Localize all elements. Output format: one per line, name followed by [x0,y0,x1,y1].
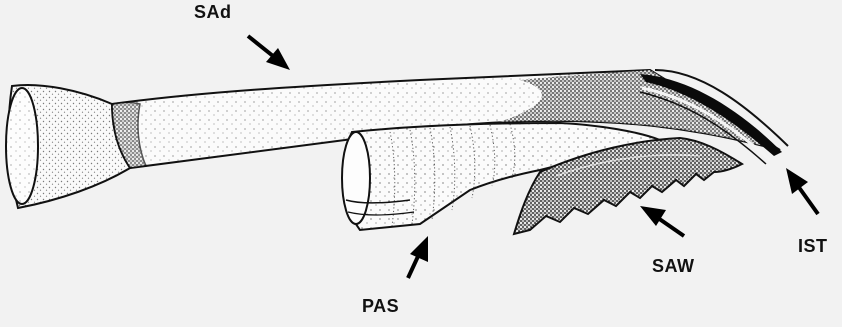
label-saw: SAW [652,256,695,277]
arrow-saw [640,206,684,236]
arrow-sad [248,36,290,70]
arrow-pas [408,236,428,278]
label-sad: SAd [194,2,232,23]
label-pas: PAS [362,296,399,317]
arrow-ist [786,168,818,214]
label-ist: IST [798,236,828,257]
basal-cup [6,85,146,208]
